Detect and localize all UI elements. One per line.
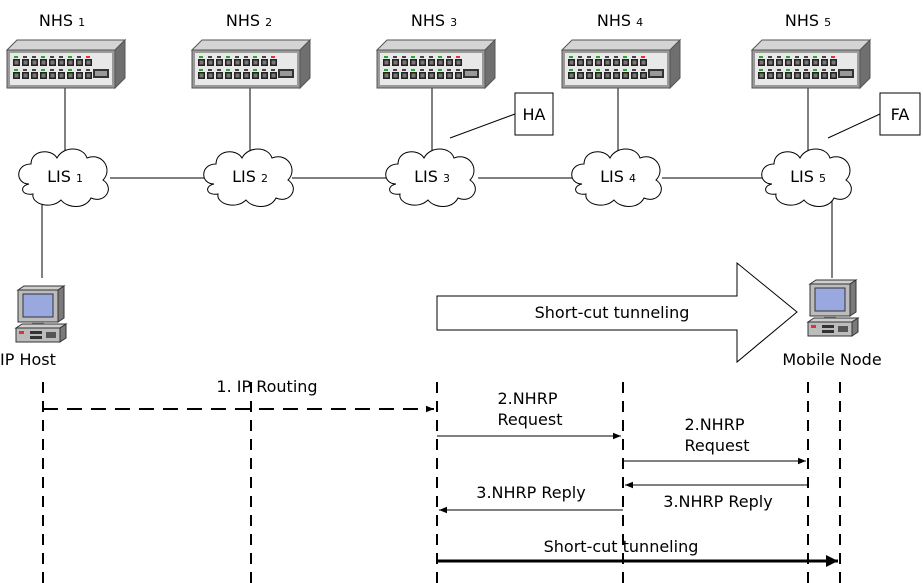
network-switch-icon (190, 38, 312, 90)
shortcut-tunnel-arrow (436, 261, 798, 364)
ip-routing-label: 1. IP Routing (216, 377, 317, 396)
network-switch-icon (560, 38, 682, 90)
lis3-ha-link (449, 113, 516, 139)
nhrp-reply-label-1: 3.NHRP Reply (476, 483, 585, 502)
nhs-switches (5, 38, 872, 90)
home-agent-label: HA (523, 105, 546, 124)
ip-host-computer-icon (14, 285, 68, 343)
lifelines (42, 382, 841, 583)
network-links (41, 85, 881, 278)
cloud-icon: LIS 3 (385, 148, 476, 207)
home-agent-box (514, 92, 554, 136)
nhs4-label: NHS 4 (597, 11, 643, 30)
hosts (14, 279, 860, 343)
nhs1-label: NHS 1 (39, 11, 85, 30)
nhrp-request-label-2: 2.NHRP Request (684, 415, 749, 455)
network-switch-icon (5, 38, 127, 90)
cloud-icon: LIS 1 (18, 148, 109, 207)
nhs5-label: NHS 5 (785, 11, 831, 30)
cloud-icon: LIS 4 (571, 148, 662, 207)
lis5-fa-link (827, 113, 881, 139)
shortcut-tunnel-arrow-label: Short-cut tunneling (535, 303, 690, 322)
lis-label-2: LIS 2 (232, 167, 268, 186)
nhs3-label: NHS 3 (411, 11, 457, 30)
network-switch-icon (750, 38, 872, 90)
lis-label-5: LIS 5 (790, 167, 826, 186)
cloud-icon: LIS 5 (761, 148, 852, 207)
nhs2-label: NHS 2 (226, 11, 272, 30)
lis-label-1: LIS 1 (47, 167, 83, 186)
lis-label-4: LIS 4 (600, 167, 636, 186)
shortcut-tunneling-label: Short-cut tunneling (544, 537, 699, 556)
lis-label-3: LIS 3 (414, 167, 450, 186)
ip-host-label: IP Host (0, 350, 56, 369)
foreign-agent-box (879, 92, 921, 136)
foreign-agent-label: FA (891, 105, 910, 124)
lis-clouds: LIS 1 LIS 2 LIS 3 LIS 4 LIS 5 (18, 148, 852, 207)
cloud-icon: LIS 2 (203, 148, 294, 207)
nhrp-request-label-1: 2.NHRP Request (497, 389, 562, 429)
mobile-node-label: Mobile Node (782, 350, 881, 369)
mobile-node-computer-icon (806, 279, 860, 337)
nhrp-reply-label-2: 3.NHRP Reply (663, 492, 772, 511)
network-switch-icon (375, 38, 497, 90)
